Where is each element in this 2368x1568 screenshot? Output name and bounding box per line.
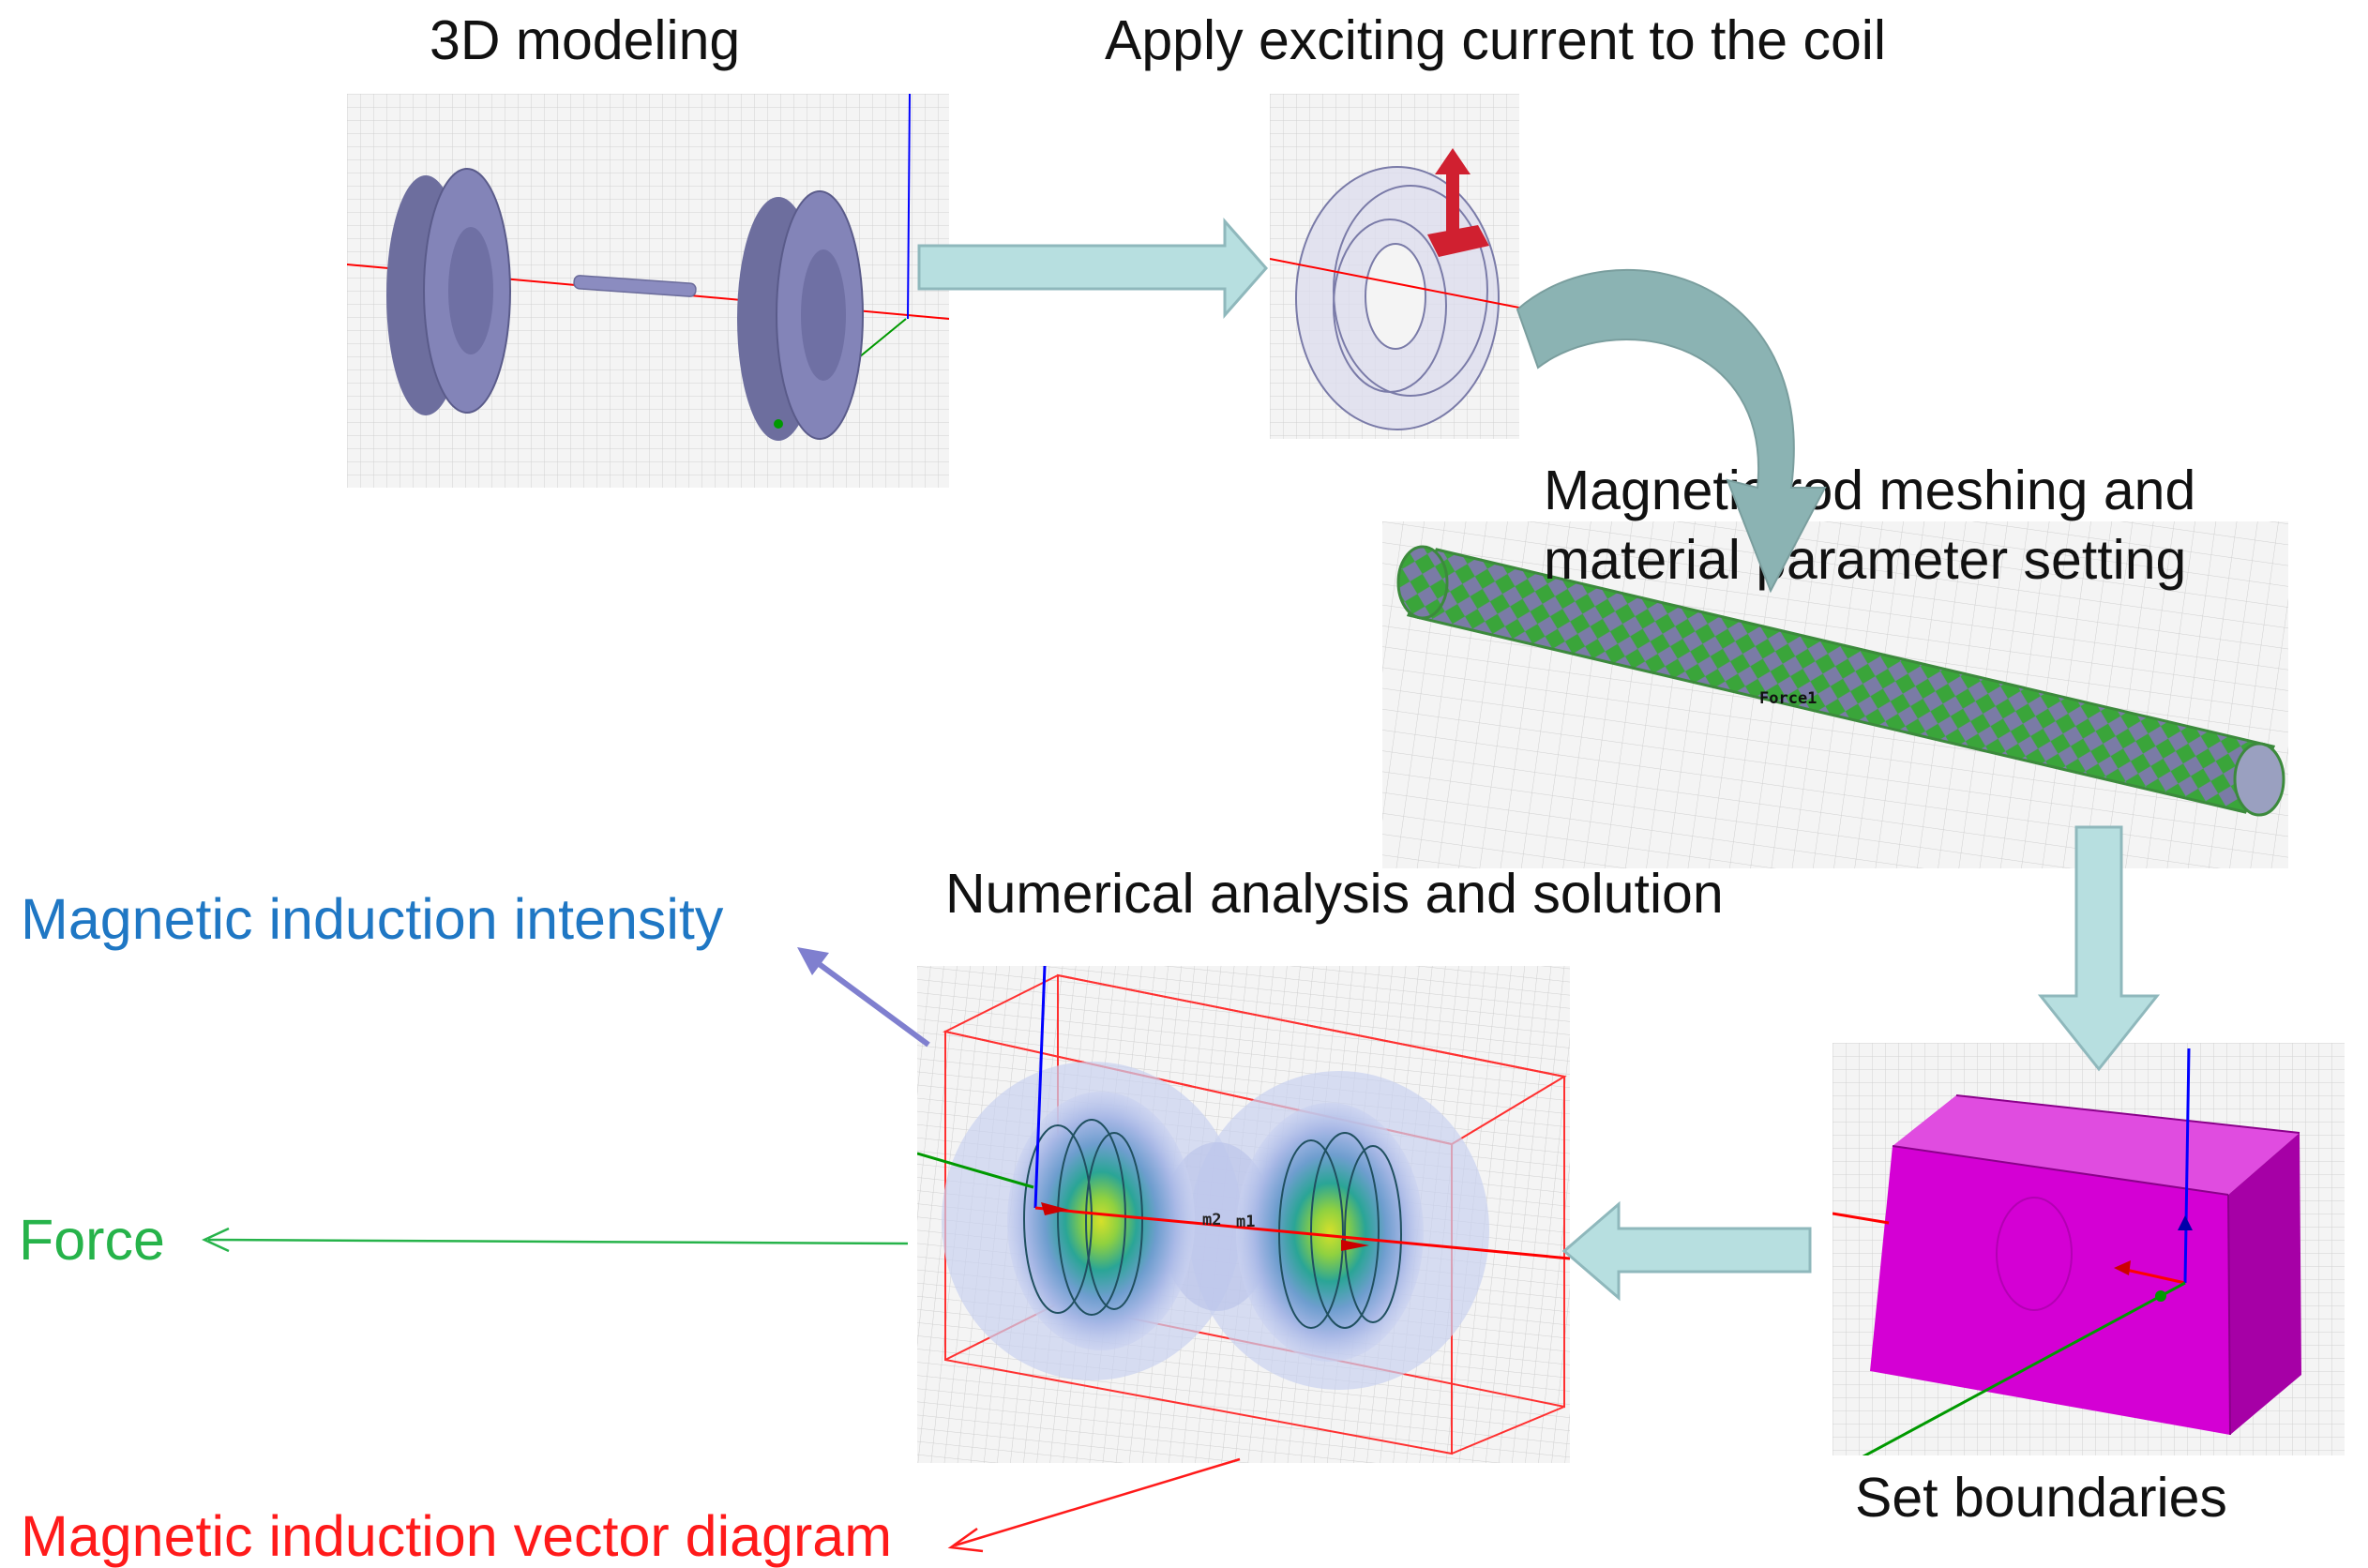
panel-boundaries	[1833, 1043, 2345, 1455]
flow-arrow-boundaries-to-solution	[1561, 1200, 1812, 1302]
step-title-set-boundaries: Set boundaries	[1855, 1467, 2227, 1529]
panel-excitation	[1270, 94, 1519, 439]
step-title-3d-modeling: 3D modeling	[430, 9, 741, 71]
force-tag: Force1	[1759, 689, 1817, 708]
pointer-force	[202, 1227, 909, 1253]
panel-solution: m2 m1	[917, 966, 1570, 1463]
step-title-numerical-solution: Numerical analysis and solution	[945, 863, 1724, 925]
flow-arrow-modeling-to-excitation	[917, 218, 1268, 319]
coil-model-illustration	[347, 94, 949, 488]
pointer-vector-diagram	[947, 1457, 1241, 1553]
output-label-vector-diagram: Magnetic induction vector diagram	[21, 1504, 893, 1568]
marker-m1: m1	[1236, 1213, 1255, 1231]
boundary-box-illustration	[1833, 1043, 2345, 1455]
step-title-apply-current: Apply exciting current to the coil	[1105, 9, 1886, 71]
step-title-rod-meshing-line1: Magnetic rod meshing and	[1544, 460, 2196, 521]
pointer-induction-intensity	[797, 947, 930, 1048]
field-solution-illustration: m2 m1	[917, 966, 1570, 1463]
output-label-force: Force	[19, 1208, 165, 1272]
coil-excitation-illustration	[1270, 94, 1519, 439]
marker-m2: m2	[1202, 1211, 1221, 1229]
step-title-rod-meshing-line2: material parameter setting	[1544, 529, 2187, 591]
output-label-induction-intensity: Magnetic induction intensity	[21, 887, 724, 951]
panel-3d-modeling	[347, 94, 949, 488]
